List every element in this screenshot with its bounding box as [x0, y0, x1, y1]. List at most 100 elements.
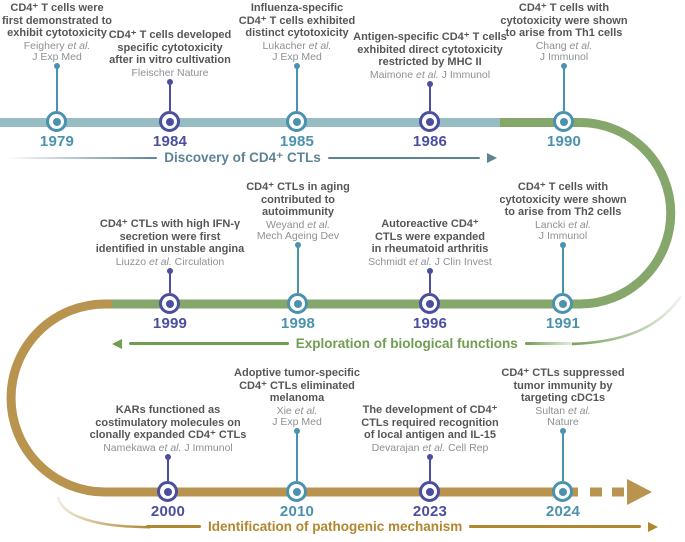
attribution-etal: et al. [422, 441, 446, 454]
event-stem-dot [165, 454, 171, 460]
attribution-etal: et al. [569, 39, 593, 52]
event-stem [429, 459, 431, 481]
attribution-etal: et al. [308, 39, 332, 52]
identification-swoosh [56, 496, 151, 529]
event-1986: Antigen-specific CD4⁺ T cells exhibited … [335, 31, 525, 81]
event-title: The development of CD4⁺ CTLs required re… [361, 404, 499, 441]
event-title: CD4⁺ T cells with cytotoxicity were show… [499, 181, 627, 218]
event-marker-dot [426, 300, 434, 308]
arrow-right-icon [487, 153, 498, 163]
event-marker-dot [166, 300, 174, 308]
event-marker-dot [293, 118, 301, 126]
phase-line [5, 156, 158, 160]
year-label: 1999 [152, 315, 188, 332]
attribution-line2: J Exp Med [272, 50, 322, 63]
event-stem [429, 273, 431, 293]
year-label: 1986 [412, 133, 448, 150]
attribution-authors: Sultan [535, 404, 568, 417]
attribution-etal: et al. [294, 404, 318, 417]
phase-line [327, 156, 481, 160]
attribution-journal: J Immunol [438, 68, 491, 81]
year-label: 1998 [280, 315, 316, 332]
event-title: CD4⁺ CTLs with high IFN-γ secretion were… [95, 218, 245, 255]
event-1984: CD4⁺ T cells developed specific cytotoxi… [85, 29, 255, 79]
event-title: KARs functioned as costimulatory molecul… [89, 404, 247, 441]
event-stem-dot [427, 81, 433, 87]
timeline-exploration-segment [108, 118, 676, 309]
timeline-arrowhead-icon [627, 479, 652, 505]
event-title: Autoreactive CD4⁺ CTLs were expanded in … [371, 218, 489, 255]
event-title: Influenza-specific CD4⁺ T cells exhibite… [238, 2, 356, 39]
attribution-line2: J Immunol [539, 50, 589, 63]
event-attribution: Schmidt et al. J Clin Invest [350, 255, 510, 268]
event-marker-dot [294, 300, 302, 308]
event-1996: Autoreactive CD4⁺ CTLs were expanded in … [350, 218, 510, 268]
attribution-etal: et al. [408, 255, 432, 268]
year-label: 2000 [150, 503, 186, 520]
phase-label-exploration: Exploration of biological functions [112, 336, 578, 351]
attribution-authors: Fleischer Nature [131, 66, 209, 79]
attribution-authors: Liuzzo [115, 255, 149, 268]
attribution-authors: Lancki [534, 218, 569, 231]
attribution-etal: et al. [568, 218, 592, 231]
event-marker-dot [164, 488, 172, 496]
event-1979: CD4⁺ T cells were first demonstrated to … [0, 2, 132, 63]
event-1985: Influenza-specific CD4⁺ T cells exhibite… [217, 2, 377, 63]
event-stem [563, 68, 565, 111]
attribution-line2: Nature [547, 415, 579, 428]
attribution-authors: Feighery [23, 39, 68, 52]
year-label: 1991 [545, 315, 581, 332]
event-stem-dot [561, 63, 567, 69]
event-attribution: Liuzzo et al. Circulation [78, 255, 263, 268]
event-attribution: Maimone et al. J Immunol [335, 68, 525, 81]
event-attribution: Sultan et al. [483, 404, 643, 417]
event-attribution: Lancki et al. [478, 218, 648, 231]
phase-label-text: Discovery of CD4⁺ CTLs [164, 150, 321, 165]
event-stem [297, 247, 299, 293]
phase-line [129, 342, 289, 345]
event-stem-dot [427, 268, 433, 274]
event-title: CD4⁺ T cells were first demonstrated to … [1, 2, 112, 39]
event-2000: KARs functioned as costimulatory molecul… [68, 404, 268, 454]
year-label: 2024 [545, 503, 581, 520]
event-stem-dot [167, 79, 173, 85]
attribution-line2: Mech Ageing Dev [256, 229, 340, 242]
arrow-right-icon [648, 521, 658, 532]
year-label: 1985 [279, 133, 315, 150]
event-stem [562, 433, 564, 481]
attribution-line2: J Exp Med [272, 415, 322, 428]
event-stem [296, 433, 298, 481]
event-1998: CD4⁺ CTLs in aging contributed to autoim… [223, 181, 373, 242]
attribution-etal: et al. [158, 441, 182, 454]
attribution-journal: J Immunol [181, 441, 233, 454]
year-label: 1996 [412, 315, 448, 332]
event-title: CD4⁺ T cells developed specific cytotoxi… [108, 29, 232, 66]
event-attribution: Feighery et al. [0, 39, 132, 52]
event-2024: CD4⁺ CTLs suppressed tumor immunity by t… [483, 367, 643, 428]
event-stem-dot [294, 428, 300, 434]
attribution-authors: Schmidt [368, 255, 409, 268]
attribution-authors: Devarajan [371, 441, 423, 454]
attribution-authors: Xie [276, 404, 295, 417]
event-stem-dot [54, 63, 60, 69]
event-stem [429, 86, 431, 111]
event-stem [562, 247, 564, 293]
attribution-line2: J Immunol [538, 229, 588, 242]
attribution-authors: Maimone [369, 68, 416, 81]
event-stem [296, 68, 298, 111]
event-stem [169, 273, 171, 293]
event-stem-dot [560, 428, 566, 434]
attribution-authors: Chang [535, 39, 570, 52]
event-stem [56, 68, 58, 111]
event-title: CD4⁺ CTLs suppressed tumor immunity by t… [501, 367, 625, 404]
event-marker-dot [426, 118, 434, 126]
phase-label-text: Identification of pathogenic mechanism [207, 519, 463, 534]
event-marker-dot [166, 118, 174, 126]
year-label: 2023 [412, 503, 448, 520]
attribution-etal: et al. [307, 218, 330, 231]
phase-line [524, 342, 578, 345]
event-marker-dot [559, 300, 567, 308]
event-attribution: Fleischer Nature [85, 66, 255, 79]
